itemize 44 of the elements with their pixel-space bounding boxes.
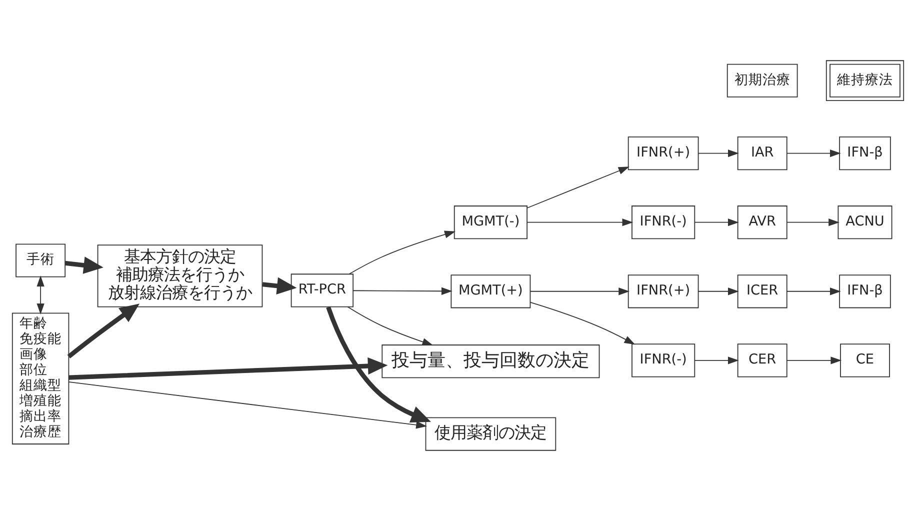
- node-box: ACNU: [838, 205, 892, 239]
- arrow: [530, 287, 630, 295]
- arrow: [68, 356, 388, 380]
- arrow: [67, 303, 140, 358]
- arrow: [698, 148, 739, 157]
- arrow: [68, 381, 427, 428]
- node-box: IAR: [737, 136, 788, 170]
- node-box: CE: [840, 343, 890, 377]
- arrow: [786, 287, 841, 295]
- node-box: ICER: [737, 274, 788, 308]
- node-box: MGMT(-): [454, 205, 528, 239]
- node-box: CER: [737, 343, 788, 377]
- arrow: [786, 356, 842, 364]
- node-box: AVR: [737, 205, 788, 239]
- node-box: 手術: [16, 243, 66, 277]
- arrow: [786, 148, 841, 157]
- arrow: [526, 166, 630, 208]
- arrow: [262, 276, 297, 294]
- arrow: [64, 256, 104, 274]
- node-box: IFNR(-): [632, 205, 696, 239]
- arrow: [786, 218, 840, 226]
- node-box: RT-PCR: [290, 273, 354, 307]
- node-box: IFN-β: [839, 274, 891, 308]
- node-box: MGMT(+): [450, 274, 531, 308]
- arrow: [698, 287, 739, 295]
- arrow: [347, 306, 434, 345]
- node-box: 初期治療: [726, 63, 798, 97]
- arrow: [694, 218, 739, 226]
- arrow: [694, 356, 739, 364]
- node-box: IFN-β: [839, 136, 891, 170]
- node-box: 基本方針の決定 補助療法を行うか 放射線治療を行うか: [97, 244, 263, 307]
- node-box: 年齢 免疫能 画像 部位 組織型 増殖能 摘出率 治療歴: [12, 312, 70, 444]
- arrow: [36, 275, 44, 314]
- arrow: [530, 301, 636, 344]
- arrow: [348, 230, 456, 274]
- node-box: IFNR(+): [628, 136, 699, 170]
- arrow: [352, 286, 452, 294]
- node-box: IFNR(+): [628, 274, 699, 308]
- arrow: [526, 218, 634, 226]
- node-box: IFNR(-): [632, 343, 696, 377]
- node-box: 使用薬剤の決定: [425, 416, 556, 450]
- arrow: [326, 306, 431, 422]
- node-box: 維持療法: [826, 60, 904, 101]
- node-box: 投与量、投与回数の決定: [382, 344, 600, 378]
